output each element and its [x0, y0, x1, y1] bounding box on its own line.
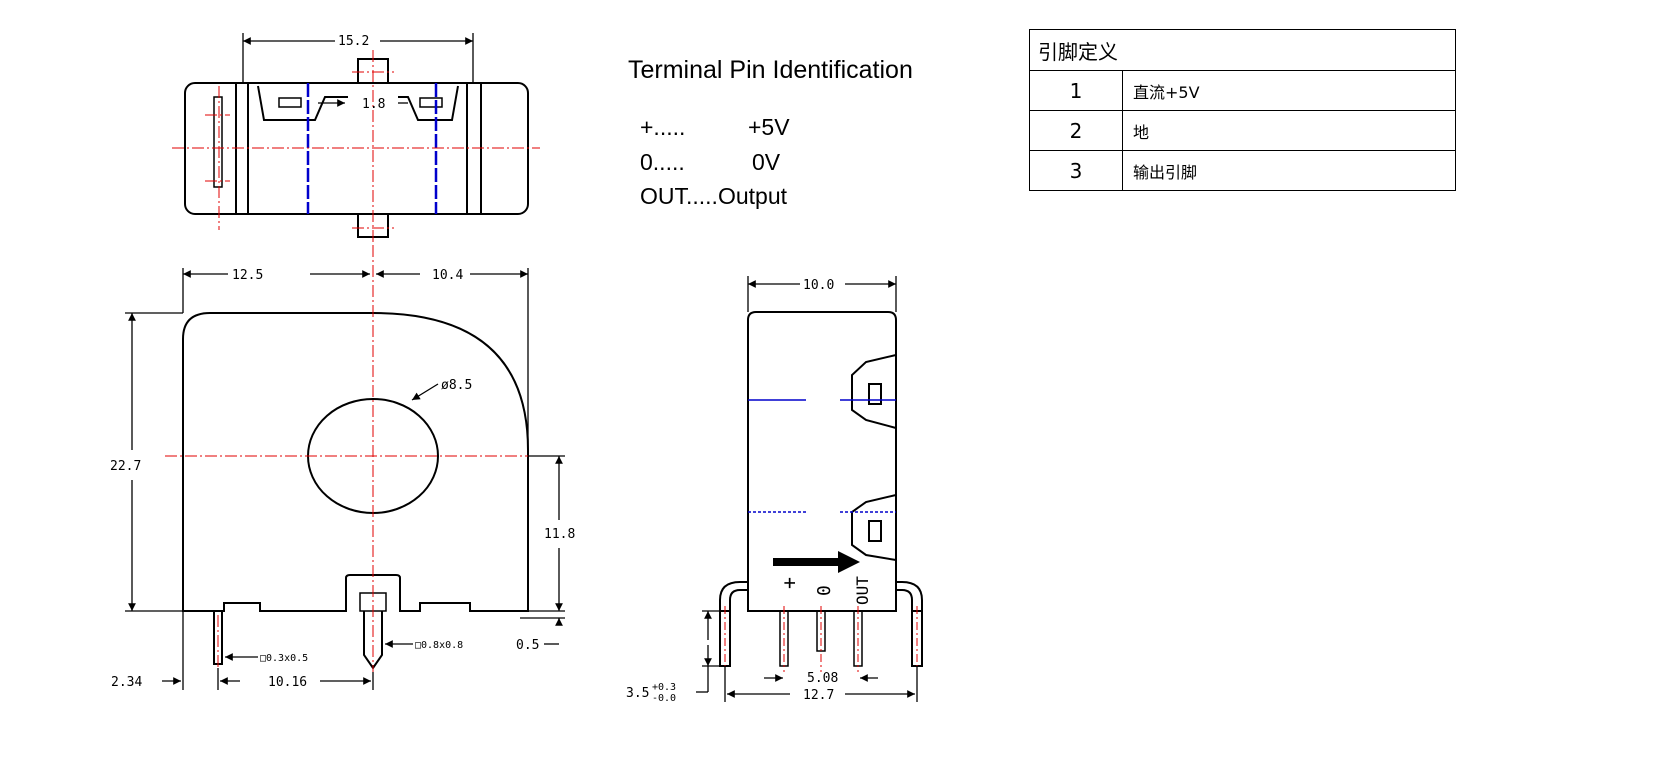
table-cell-num: 1	[1029, 70, 1123, 111]
pin-label-zero: 0	[814, 585, 835, 596]
current-direction-arrow	[773, 551, 860, 573]
terminal-row-value: Output	[717, 183, 787, 209]
table-cell-num: 3	[1029, 150, 1123, 191]
terminal-pin-title: Terminal Pin Identification	[628, 56, 913, 84]
side-view-body	[747, 311, 897, 612]
dim-top-pin-gap-label: 1.8	[362, 97, 385, 112]
dim-pin-length-label: 3.5	[626, 686, 649, 701]
dim-hole-center-height-label: 11.8	[544, 527, 575, 542]
front-view	[182, 312, 529, 670]
terminal-row-symbol: +.....	[640, 114, 686, 140]
top-view	[184, 58, 529, 238]
pin-label-plus: +	[777, 577, 801, 589]
front-view-centerlines	[165, 245, 528, 690]
dim-edge-offset-label: 2.34	[111, 675, 142, 690]
terminal-row-zero: 0..... 0V	[640, 149, 780, 176]
side-view-centerlines	[724, 606, 918, 672]
table-row: 3 输出引脚	[1029, 150, 1456, 191]
dim-pin-length-tol-plus: +0.3	[652, 682, 676, 693]
center-pin	[363, 611, 383, 670]
top-view-centerlines	[172, 50, 540, 245]
pin-label-out: OUT	[853, 576, 872, 605]
terminal-row-symbol: 0.....	[640, 149, 685, 175]
table-cell-definition: 输出引脚	[1122, 150, 1456, 191]
side-pin-left-bent	[729, 589, 748, 611]
dim-left-width-label: 12.5	[232, 268, 263, 283]
dim-base-offset-label: 0.5	[516, 638, 539, 653]
terminal-row-out: OUT.....Output	[640, 183, 787, 210]
table-cell-definition: 直流+5V	[1122, 70, 1456, 111]
terminal-row-value: 0V	[752, 149, 781, 175]
terminal-row-symbol: OUT.....	[640, 183, 718, 209]
dim-right-width-label: 10.4	[432, 268, 463, 283]
terminal-row-plus: +..... +5V	[640, 114, 790, 141]
dim-pin-small-label: □0.3x0.5	[260, 653, 308, 664]
dim-pin-center-label: □0.8x0.8	[415, 640, 463, 651]
terminal-row-value: +5V	[748, 114, 790, 140]
side-view-hidden-lines	[748, 399, 896, 513]
top-view-hidden-lines	[306, 83, 438, 214]
side-pin-right-bent	[896, 589, 913, 611]
table-row: 2 地	[1029, 110, 1456, 151]
table-row: 1 直流+5V	[1029, 70, 1456, 111]
table-cell-definition: 地	[1122, 110, 1456, 151]
dim-side-width-label: 10.0	[803, 278, 834, 293]
dim-top-width-label: 15.2	[338, 34, 369, 49]
dim-pin-pitch-label: 10.16	[268, 675, 307, 690]
dim-height-label: 22.7	[110, 459, 141, 474]
dim-pin-length-tol-minus: -0.0	[652, 693, 676, 704]
table-header: 引脚定义	[1029, 29, 1456, 71]
dim-side-pin-pitch-label: 5.08	[807, 671, 838, 686]
dim-top-width	[242, 33, 474, 107]
dim-side-total-width-label: 12.7	[803, 688, 834, 703]
front-view-body	[182, 312, 529, 612]
dim-hole-diameter-label: ø8.5	[441, 378, 472, 393]
pin-definition-table: 引脚定义 1 直流+5V 2 地 3 输出引脚	[1029, 29, 1456, 191]
table-cell-num: 2	[1029, 110, 1123, 151]
side-view-dimensions	[696, 276, 918, 702]
front-view-dimensions	[125, 268, 565, 690]
table-header-row: 引脚定义	[1029, 29, 1456, 71]
